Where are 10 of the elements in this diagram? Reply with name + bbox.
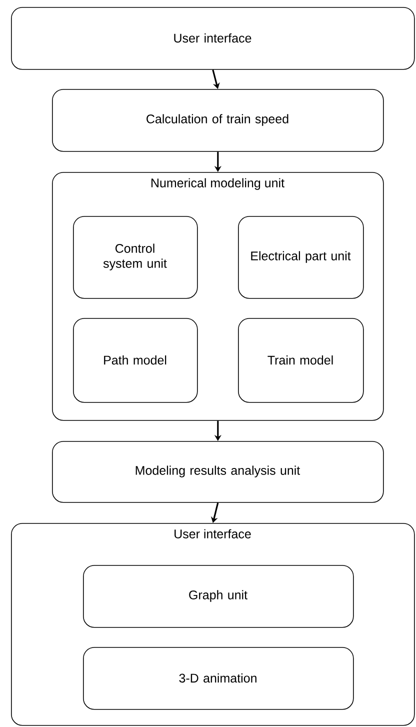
process-box: Modeling results analysis unit (52, 441, 384, 503)
process-box: Graph unit (83, 565, 354, 628)
process-box: Train model (238, 318, 364, 403)
process-box: Control system unit (73, 216, 198, 299)
process-box: Path model (73, 318, 198, 403)
process-box: User interface (11, 7, 415, 70)
process-box: Calculation of train speed (52, 89, 384, 152)
process-box: Electrical part unit (238, 216, 364, 299)
arrow (212, 70, 220, 89)
process-box: 3-D animation (83, 647, 354, 710)
